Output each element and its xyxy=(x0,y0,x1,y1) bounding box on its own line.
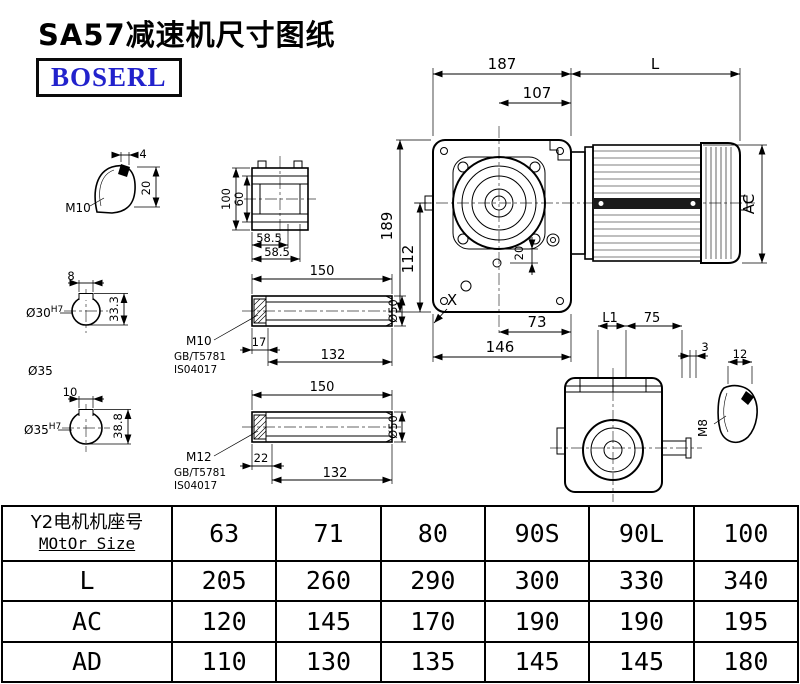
view-label-x: X xyxy=(447,291,457,309)
dim-dia-50-a: Ø50 xyxy=(386,299,400,323)
dim-17: 17 xyxy=(252,335,267,349)
shaft-end-detail-view: 12 M8 xyxy=(696,347,758,444)
size-value-cell: 100 xyxy=(692,505,800,562)
dim-132-b: 132 xyxy=(323,466,348,481)
rear-view: L1 75 3 xyxy=(550,311,709,502)
standard-label-gb-b: GB/T5781 xyxy=(174,467,226,479)
value-cell: 145 xyxy=(588,640,695,684)
flange-detail-view: 100 60 58.5 58.5 xyxy=(219,156,316,263)
value-cell: 190 xyxy=(483,600,591,643)
bore-label-35h7: Ø35H7 xyxy=(24,422,61,437)
page-title: SA57减速机尺寸图纸 xyxy=(38,18,336,52)
value-cell: 190 xyxy=(588,600,695,643)
dim-l1: L1 xyxy=(602,311,618,326)
rear-housing xyxy=(564,377,663,493)
size-value-cell: 90L xyxy=(588,505,695,562)
thread-label-m10-shaft: M10 xyxy=(186,334,212,348)
shaft-label-dia-35: Ø35 xyxy=(28,364,53,378)
value-cell: 290 xyxy=(379,559,486,603)
value-cell: 120 xyxy=(170,600,278,643)
thread-label-m12: M12 xyxy=(186,450,212,464)
shaft-view-m10: 150 M10 GB/T5781 IS04017 17 132 Ø50 xyxy=(174,264,406,376)
motor-size-header-cell: Y2电机机座号 MOtOr Size xyxy=(1,505,173,562)
table-header-row: Y2电机机座号 MOtOr Size 63 71 80 90S 90L 100 xyxy=(1,505,800,562)
value-cell: 135 xyxy=(379,640,486,684)
value-cell: 145 xyxy=(275,600,382,643)
key-cross-section-end xyxy=(741,391,754,405)
value-cell: 110 xyxy=(170,640,278,684)
value-cell: 340 xyxy=(692,559,800,603)
dim-75: 75 xyxy=(644,311,661,326)
dim-146: 146 xyxy=(486,338,515,356)
dim-3: 3 xyxy=(701,340,708,354)
dim-33-3: 33.3 xyxy=(107,296,121,322)
dim-150-b: 150 xyxy=(310,380,335,395)
shaft-view-m12: 150 M12 GB/T5781 IS04017 22 132 Ø50 xyxy=(174,380,406,492)
dim-dia-50-b: Ø50 xyxy=(386,415,400,439)
thread-label-m10: M10 xyxy=(65,201,91,215)
dim-58-5-a: 58.5 xyxy=(256,231,282,245)
standard-label-iso-a: IS04017 xyxy=(174,364,217,376)
size-value-cell: 63 xyxy=(170,505,278,562)
bore-label-30h7: Ø30H7 xyxy=(26,305,63,320)
table-row-l: L 205 260 290 300 330 340 xyxy=(1,559,800,603)
bore-section-30: 8 Ø30H7 33.3 xyxy=(26,269,128,333)
dim-60: 60 xyxy=(232,192,246,207)
bore-section-35: 10 Ø35H7 38.8 xyxy=(24,385,132,452)
technical-drawing: 187 L 107 189 112 20 73 146 AC X M10 4 2… xyxy=(24,55,767,502)
dim-12: 12 xyxy=(733,347,748,361)
keyway-detail-view: M10 4 20 xyxy=(65,147,160,215)
dim-58-5-b: 58.5 xyxy=(264,245,290,259)
dim-keyway-10: 10 xyxy=(63,385,78,399)
motor-fins xyxy=(593,150,701,258)
table-row-ac: AC 120 145 170 190 190 195 xyxy=(1,600,800,643)
dim-38-8: 38.8 xyxy=(111,413,125,439)
thread-label-m8: M8 xyxy=(696,419,710,437)
motor-size-label-en: MOtOr Size xyxy=(38,534,136,554)
dim-132-a: 132 xyxy=(321,348,346,363)
size-value-cell: 90S xyxy=(483,505,591,562)
dim-100: 100 xyxy=(219,188,233,210)
dim-150-a: 150 xyxy=(310,264,335,279)
standard-label-gb-a: GB/T5781 xyxy=(174,351,226,363)
main-assembly-view: 187 L 107 189 112 20 73 146 AC X xyxy=(378,55,767,362)
value-cell: 195 xyxy=(692,600,800,643)
dim-107: 107 xyxy=(523,84,552,102)
value-cell: 300 xyxy=(483,559,591,603)
dim-189: 189 xyxy=(378,212,396,241)
row-label-cell: AD xyxy=(1,640,173,684)
row-label-cell: L xyxy=(1,559,173,603)
value-cell: 130 xyxy=(275,640,382,684)
dim-length-l: L xyxy=(651,55,660,73)
output-flange-circle xyxy=(452,156,546,250)
value-cell: 260 xyxy=(275,559,382,603)
dim-4: 4 xyxy=(139,147,146,161)
dim-ac: AC xyxy=(740,194,758,214)
value-cell: 145 xyxy=(483,640,591,684)
dim-22: 22 xyxy=(254,451,269,465)
dim-20-key: 20 xyxy=(139,181,153,196)
motor-size-label-cn: Y2电机机座号 xyxy=(30,512,144,534)
size-value-cell: 71 xyxy=(275,505,382,562)
dim-112: 112 xyxy=(399,245,417,274)
dim-20: 20 xyxy=(512,246,526,261)
dimension-table: Y2电机机座号 MOtOr Size 63 71 80 90S 90L 100 … xyxy=(1,505,800,684)
fan-cowl xyxy=(700,142,741,264)
standard-label-iso-b: IS04017 xyxy=(174,480,217,492)
key-cross-section xyxy=(118,164,130,177)
value-cell: 205 xyxy=(170,559,278,603)
dim-keyway-8: 8 xyxy=(67,269,74,283)
value-cell: 180 xyxy=(692,640,800,684)
value-cell: 170 xyxy=(379,600,486,643)
table-row-ad: AD 110 130 135 145 145 180 xyxy=(1,640,800,684)
row-label-cell: AC xyxy=(1,600,173,643)
size-value-cell: 80 xyxy=(379,505,486,562)
brand-logo: BOSERL xyxy=(36,58,182,97)
value-cell: 330 xyxy=(588,559,695,603)
dim-73: 73 xyxy=(527,313,546,331)
dim-187: 187 xyxy=(488,55,517,73)
